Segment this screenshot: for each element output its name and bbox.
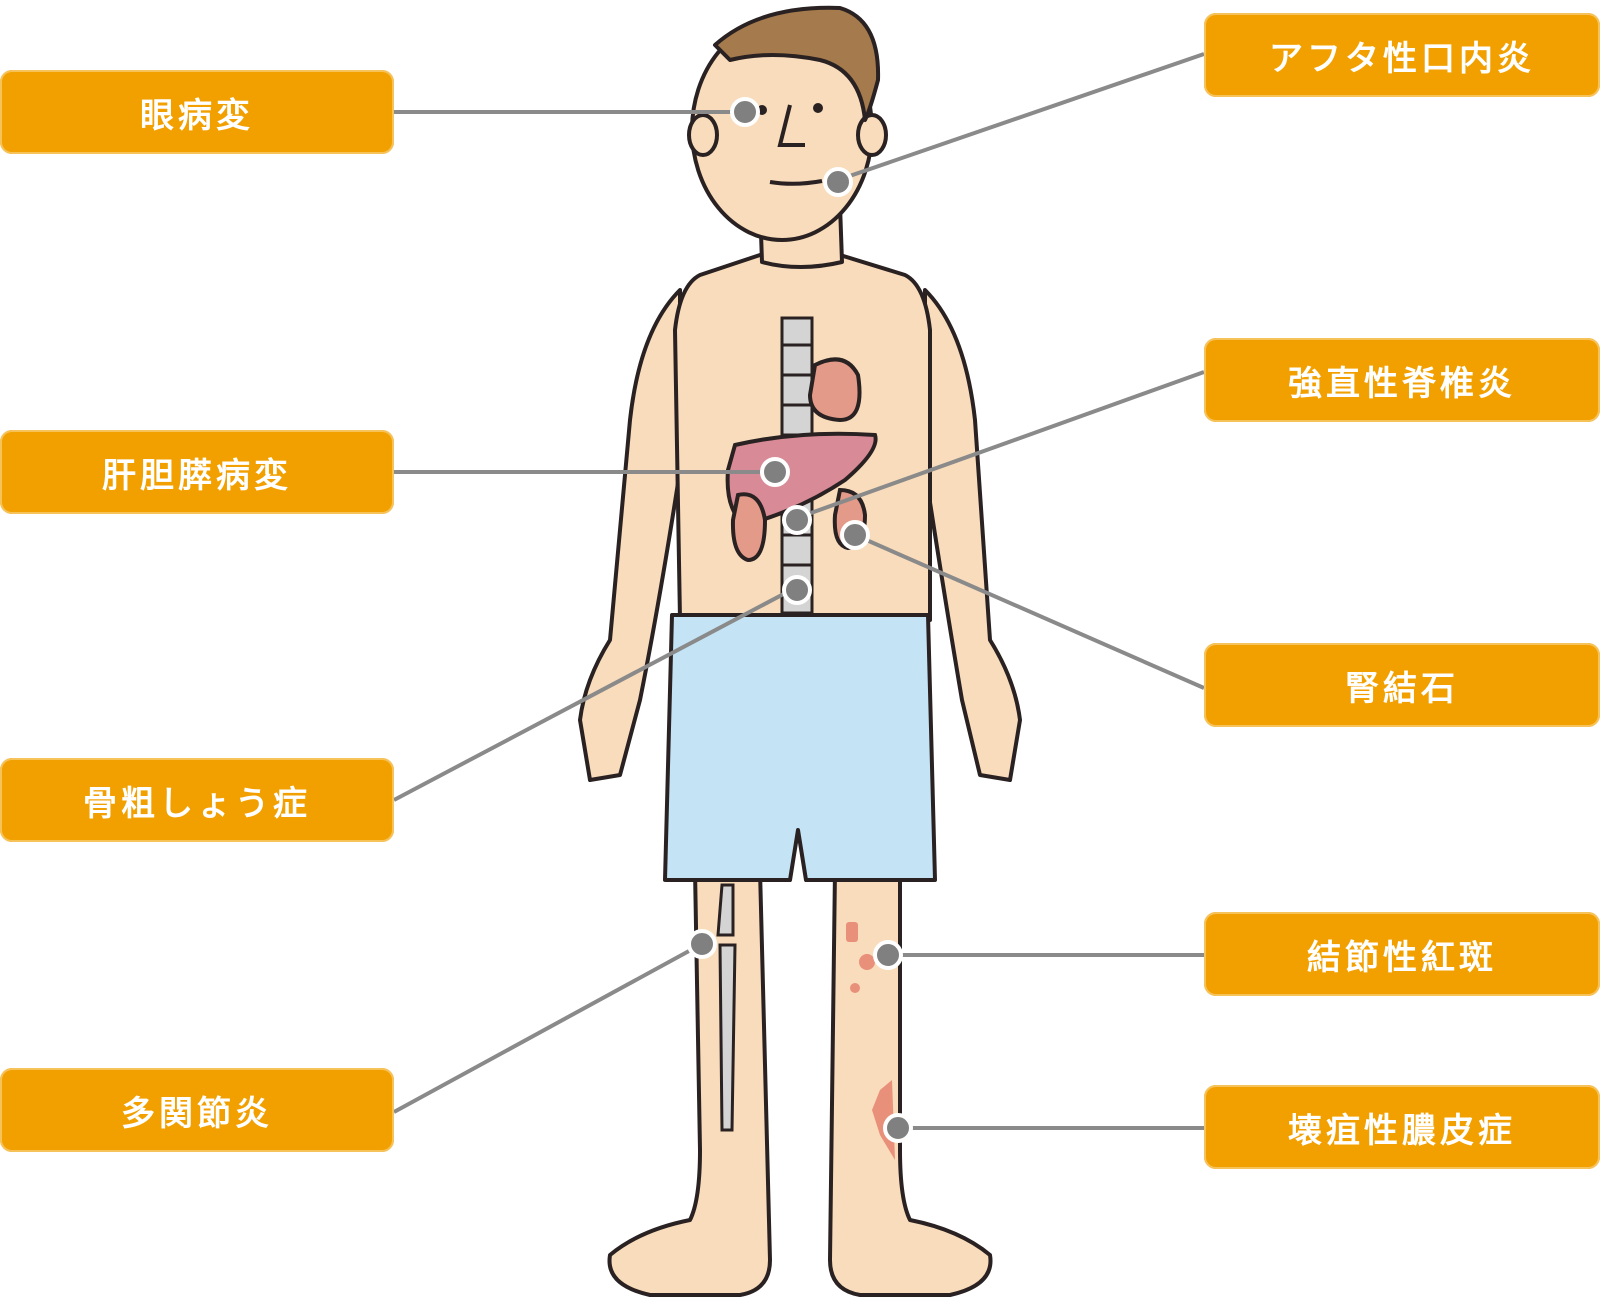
label-text: 骨粗しょう症	[83, 783, 311, 824]
label-text: 強直性脊椎炎	[1288, 363, 1516, 404]
marker-mouth	[823, 167, 853, 197]
label-erythema-nodosum: 結節性紅斑	[1204, 912, 1600, 996]
marker-right-knee	[687, 929, 717, 959]
face-details	[757, 103, 823, 186]
marker-dots	[687, 97, 913, 1143]
knee-bones	[716, 883, 737, 1132]
label-polyarthritis: 多関節炎	[0, 1068, 394, 1152]
marker-left-shin-lower	[883, 1113, 913, 1143]
body-figure	[578, 5, 1022, 1297]
label-text: 腎結石	[1345, 668, 1459, 709]
label-kidney-stone: 腎結石	[1204, 643, 1600, 727]
gallbladder-organ	[730, 492, 768, 563]
label-text: アフタ性口内炎	[1269, 38, 1535, 79]
stomach-organ	[807, 357, 862, 423]
label-ankylosing-spondylitis: 強直性脊椎炎	[1204, 338, 1600, 422]
label-text: 眼病変	[140, 95, 254, 136]
label-osteoporosis: 骨粗しょう症	[0, 758, 394, 842]
label-hepatobiliary-lesion: 肝胆膵病変	[0, 430, 394, 514]
label-eye-lesion: 眼病変	[0, 70, 394, 154]
label-text: 壊疽性膿皮症	[1288, 1110, 1516, 1151]
marker-lower-spine	[782, 575, 812, 605]
marker-liver	[760, 457, 790, 487]
label-text: 多関節炎	[121, 1093, 273, 1134]
label-text: 結節性紅斑	[1307, 937, 1497, 978]
marker-eye	[730, 97, 760, 127]
label-pyoderma-gangrenosum: 壊疽性膿皮症	[1204, 1085, 1600, 1169]
marker-mid-spine	[782, 505, 812, 535]
marker-kidney	[840, 520, 870, 550]
connector-lines	[393, 52, 1205, 1130]
organs	[725, 357, 878, 563]
label-aphthous-stomatitis: アフタ性口内炎	[1204, 13, 1600, 97]
marker-left-shin-upper	[873, 940, 903, 970]
label-text: 肝胆膵病変	[102, 455, 292, 496]
